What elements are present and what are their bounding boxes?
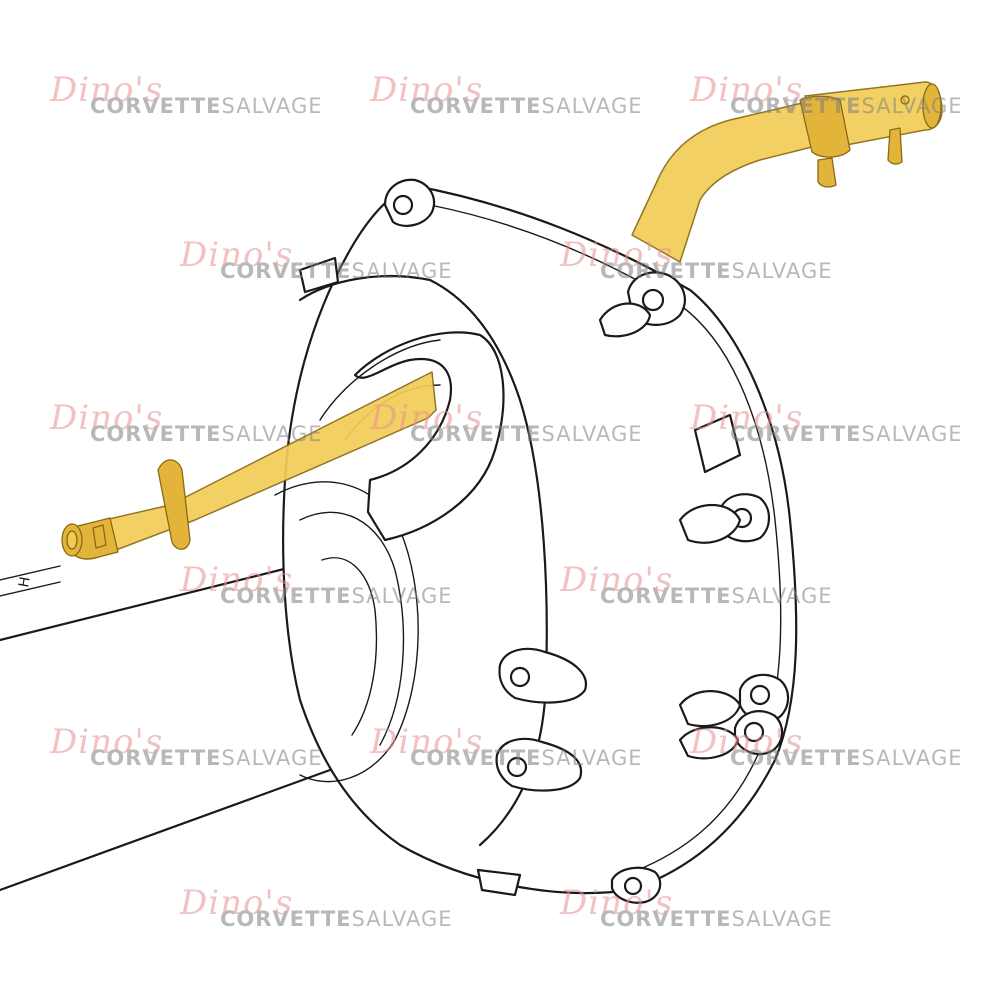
boss-top-left — [383, 178, 436, 227]
shift-tube-highlight — [61, 371, 437, 560]
column-housing — [274, 183, 798, 897]
boss-left-top — [298, 256, 340, 294]
boss-face-lower — [495, 737, 583, 792]
boss-bottom — [610, 866, 662, 904]
boss-right-middle — [678, 493, 771, 544]
boss-top-right — [598, 271, 686, 338]
column-tube: H — [0, 563, 332, 892]
mounting-bosses — [298, 178, 790, 904]
shift-arm-highlight — [631, 81, 943, 263]
boss-face-upper — [498, 647, 588, 704]
boss-right-upper — [693, 413, 742, 474]
boss-right-lower — [678, 673, 790, 760]
tube-part-mark: H — [16, 576, 34, 589]
